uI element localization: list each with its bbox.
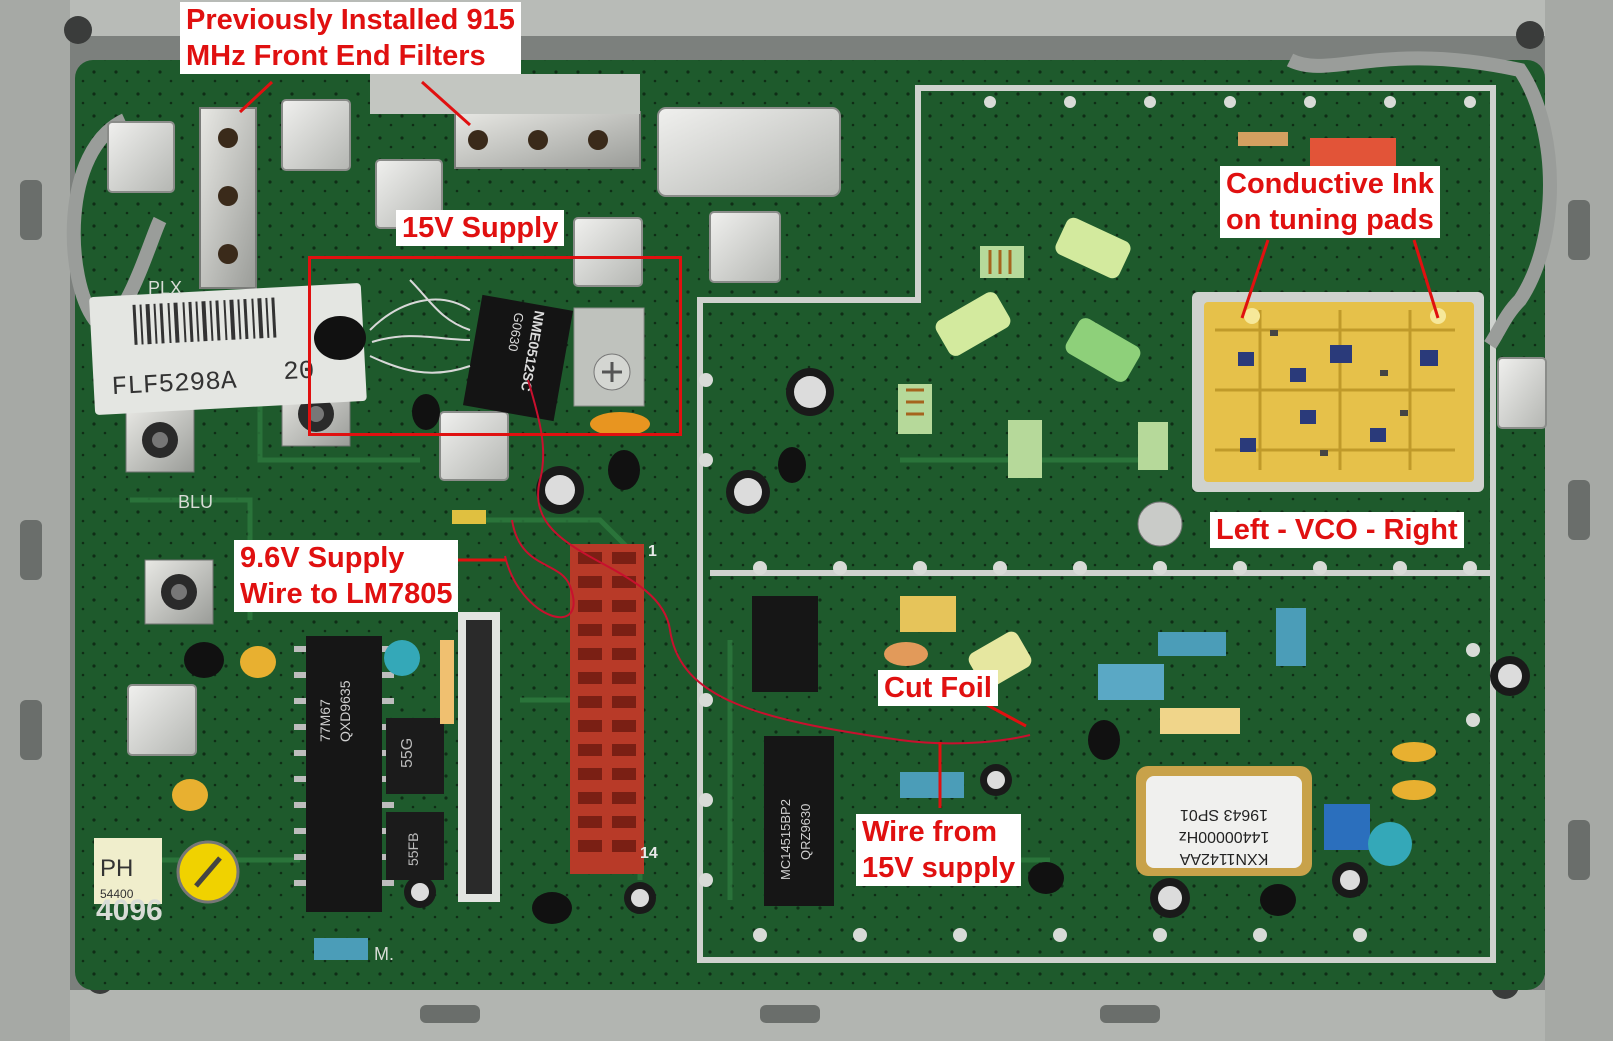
dcdc-converter-module: NME0512SC G0630 bbox=[314, 279, 650, 436]
svg-text:BLU: BLU bbox=[178, 492, 213, 512]
svg-text:14: 14 bbox=[640, 845, 658, 862]
callout-vco: Left - VCO - Right bbox=[1210, 512, 1464, 548]
front-end-filter-left bbox=[199, 107, 257, 289]
ic-mc14515bp2: MC14515BP2 QRZ9630 bbox=[764, 736, 834, 906]
svg-text:M.: M. bbox=[374, 944, 394, 964]
svg-text:14400000Hz: 14400000Hz bbox=[1179, 828, 1270, 845]
added-wire-9v6 bbox=[504, 519, 575, 619]
metal-filter-block bbox=[657, 107, 841, 197]
callout-front-end-filters: Previously Installed 915 MHz Front End F… bbox=[180, 2, 521, 74]
svg-text:1: 1 bbox=[648, 543, 657, 560]
barcode-label: FLF5298A 20 bbox=[89, 283, 367, 415]
red-connector-header: 1 14 bbox=[570, 543, 658, 874]
svg-text:KXN1142AA: KXN1142AA bbox=[1179, 850, 1268, 867]
svg-text:MC14515BP2: MC14515BP2 bbox=[778, 799, 793, 880]
svg-text:77M67: 77M67 bbox=[317, 699, 333, 742]
svg-text:55FB: 55FB bbox=[405, 833, 421, 866]
svg-text:55G: 55G bbox=[399, 738, 416, 768]
label-part-number: FLF5298A bbox=[111, 366, 238, 403]
svg-text:QXD9635: QXD9635 bbox=[337, 680, 353, 742]
vco-module bbox=[1192, 292, 1484, 492]
front-end-filter-top bbox=[454, 111, 641, 169]
ic-77m67: 77M67 QXD9635 bbox=[294, 636, 394, 912]
svg-text:4096: 4096 bbox=[96, 894, 163, 927]
coax-cable-right bbox=[1286, 51, 1557, 349]
svg-text:PH: PH bbox=[100, 855, 133, 882]
svg-text:PLX: PLX bbox=[148, 278, 182, 298]
callout-15v-supply: 15V Supply bbox=[396, 210, 565, 246]
callout-9v6-supply: 9.6V Supply Wire to LM7805 bbox=[234, 540, 459, 612]
crystal-oscillator: KXN1142AA 14400000Hz 19643 SP01 bbox=[1136, 766, 1312, 876]
added-wire-15v bbox=[527, 379, 1031, 745]
callout-cut-foil: Cut Foil bbox=[878, 670, 998, 706]
ph-sticker: PH 54400 bbox=[94, 838, 162, 904]
svg-text:QRZ9630: QRZ9630 bbox=[798, 804, 813, 860]
svg-text:G0630: G0630 bbox=[505, 311, 527, 352]
highlight-15v-supply-box bbox=[308, 256, 682, 436]
callout-wire-from-15v: Wire from 15V supply bbox=[856, 814, 1022, 886]
svg-text:54400: 54400 bbox=[100, 887, 134, 901]
svg-text:19643 SP01: 19643 SP01 bbox=[1180, 806, 1268, 823]
callout-conductive-ink: Conductive Ink on tuning pads bbox=[1220, 166, 1440, 238]
